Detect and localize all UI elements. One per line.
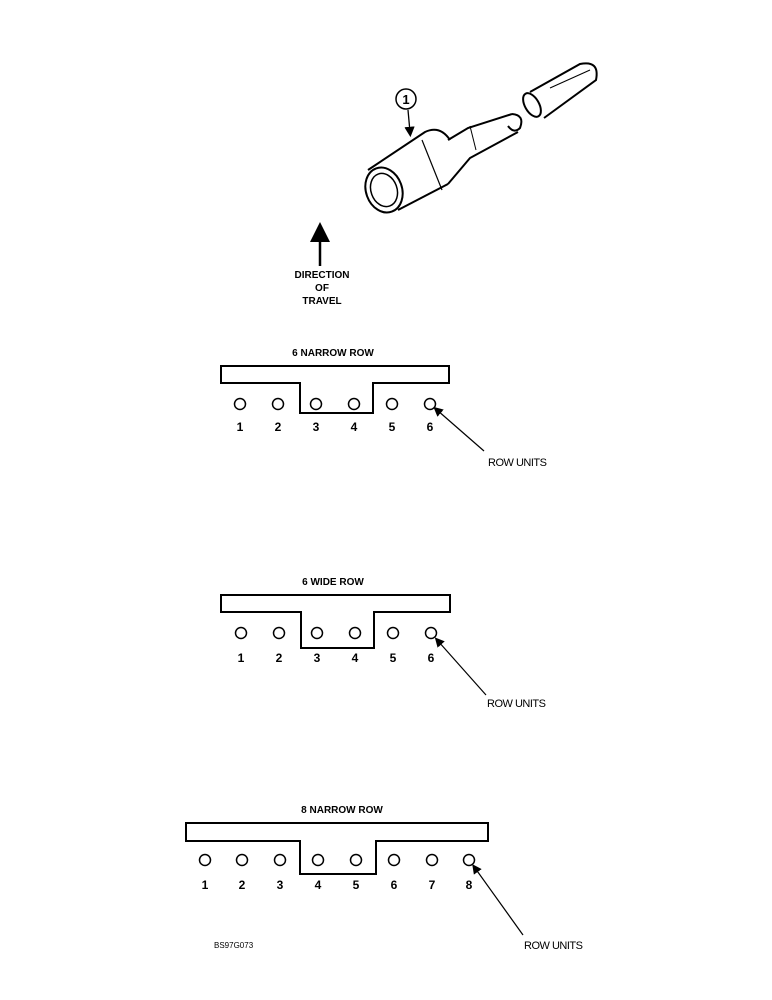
row-unit-marker — [235, 853, 249, 867]
row-unit-marker — [386, 626, 400, 640]
row-unit-number: 1 — [202, 878, 209, 892]
row-unit-marker — [424, 626, 438, 640]
callout-number: 1 — [402, 92, 409, 107]
row-unit-marker — [349, 853, 363, 867]
row-unit-marker — [425, 853, 439, 867]
toolbar-frame — [185, 822, 489, 875]
row-unit-marker — [423, 397, 437, 411]
row-unit-number: 2 — [275, 420, 282, 434]
row-unit-number: 4 — [352, 651, 359, 665]
row-unit-number: 4 — [351, 420, 358, 434]
row-unit-number: 1 — [237, 420, 244, 434]
row-unit-marker — [233, 397, 247, 411]
row-units-label: ROW UNITS — [524, 940, 583, 952]
callout-arrow — [404, 109, 415, 138]
row-unit-number: 1 — [238, 651, 245, 665]
layout-title: 8 NARROW ROW — [301, 805, 383, 816]
row-unit-number: 5 — [390, 651, 397, 665]
row-unit-marker — [311, 853, 325, 867]
row-unit-number: 7 — [429, 878, 436, 892]
row-unit-marker — [348, 626, 362, 640]
direction-label-line2: OF — [315, 283, 329, 294]
row-unit-number: 3 — [314, 651, 321, 665]
row-unit-marker — [347, 397, 361, 411]
row-unit-number: 2 — [276, 651, 283, 665]
row-unit-marker — [385, 397, 399, 411]
row-unit-number: 5 — [353, 878, 360, 892]
layout-title: 6 NARROW ROW — [292, 348, 374, 359]
direction-of-travel: DIRECTION OF TRAVEL — [295, 222, 350, 307]
row-unit-number: 5 — [389, 420, 396, 434]
row-units-pointer — [434, 637, 487, 696]
figure-code: BS97G073 — [214, 941, 254, 950]
row-unit-number: 4 — [315, 878, 322, 892]
callout-1: 1 — [395, 88, 417, 138]
direction-label-line3: TRAVEL — [302, 296, 341, 307]
row-unit-marker — [387, 853, 401, 867]
layout-8-narrow-row: 8 NARROW ROW 1 2 3 4 5 6 7 8 ROW UNITS — [185, 805, 583, 952]
row-unit-number: 6 — [391, 878, 398, 892]
row-units-label: ROW UNITS — [488, 457, 547, 469]
row-units-label: ROW UNITS — [487, 698, 546, 710]
row-unit-number: 3 — [277, 878, 284, 892]
row-unit-marker — [234, 626, 248, 640]
layout-6-wide-row: 6 WIDE ROW 1 2 3 4 5 6 ROW UNITS — [220, 577, 546, 710]
row-units-pointer — [472, 864, 524, 936]
row-unit-marker — [309, 397, 323, 411]
row-unit-number: 8 — [466, 878, 473, 892]
row-unit-number: 6 — [427, 420, 434, 434]
layout-6-narrow-row: 6 NARROW ROW 1 2 3 4 5 6 ROW UNITS — [220, 348, 547, 469]
row-unit-marker — [272, 626, 286, 640]
row-unit-number: 2 — [239, 878, 246, 892]
row-unit-marker — [310, 626, 324, 640]
row-unit-number: 3 — [313, 420, 320, 434]
row-unit-marker — [198, 853, 212, 867]
direction-label-line1: DIRECTION — [295, 270, 350, 281]
toolbar-frame — [220, 365, 450, 414]
layout-title: 6 WIDE ROW — [302, 577, 364, 588]
row-unit-number: 6 — [428, 651, 435, 665]
row-units-pointer — [433, 406, 485, 452]
row-unit-marker — [462, 853, 476, 867]
tube-illustration — [364, 62, 598, 214]
row-unit-marker — [271, 397, 285, 411]
row-unit-marker — [273, 853, 287, 867]
toolbar-frame — [220, 594, 451, 649]
